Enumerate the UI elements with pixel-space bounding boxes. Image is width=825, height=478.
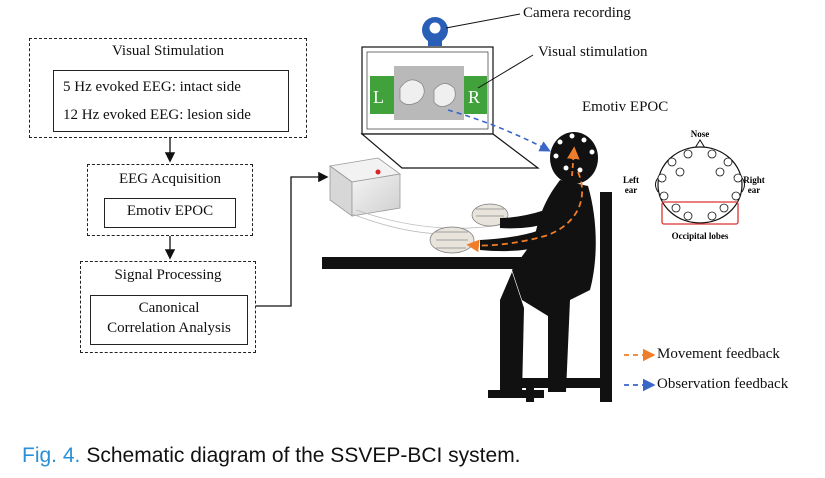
screen-left-letter: L bbox=[373, 87, 384, 107]
intact-side-frequency: 5 Hz evoked EEG: intact side bbox=[63, 79, 241, 95]
eeg-device-label: Emotiv EPOC bbox=[126, 203, 214, 219]
map-left-ear-label-1: Left bbox=[623, 175, 639, 185]
figure-number: Fig. 4. bbox=[22, 444, 81, 467]
signal-processing-panel bbox=[80, 261, 256, 353]
legend-movement-label: Movement feedback bbox=[657, 346, 780, 362]
screen-right-letter: R bbox=[468, 87, 480, 107]
stimulation-frequencies-box bbox=[53, 70, 289, 132]
observation-feedback-arrow bbox=[447, 109, 551, 152]
camera-label-leader bbox=[445, 13, 521, 29]
camera-recording-label: Camera recording bbox=[523, 5, 631, 21]
emotiv-epoc-label: Emotiv EPOC bbox=[582, 99, 669, 115]
robotic-hand-right bbox=[471, 203, 509, 227]
flow-arrow-to-device bbox=[256, 171, 329, 307]
stimulation-label-leader bbox=[477, 54, 534, 89]
cca-method-box bbox=[90, 295, 248, 345]
person-silhouette bbox=[480, 132, 598, 398]
eeg-acquisition-panel bbox=[87, 164, 253, 236]
table-top bbox=[322, 257, 560, 269]
movement-feedback-arrow-head bbox=[567, 146, 580, 177]
visual-stimulation-title: Visual Stimulation bbox=[111, 43, 225, 59]
stimulation-screen bbox=[370, 66, 487, 120]
map-right-ear-label-1: Right bbox=[743, 175, 765, 185]
robotic-hand-left bbox=[429, 226, 475, 254]
camera-icon bbox=[422, 17, 448, 46]
map-left-ear-label-2: ear bbox=[625, 185, 638, 195]
movement-feedback-arrow bbox=[466, 171, 583, 253]
electrode-map bbox=[655, 139, 745, 225]
cca-method-line1: Canonical bbox=[138, 300, 200, 316]
eeg-acquisition-title: EEG Acquisition bbox=[118, 171, 222, 187]
eeg-device-box bbox=[104, 198, 236, 228]
visual-stimulation-panel bbox=[29, 38, 307, 138]
figure-caption-text: Schematic diagram of the SSVEP-BCI syste… bbox=[86, 444, 521, 467]
figure-caption: Fig. 4.Schematic diagram of the SSVEP-BC… bbox=[22, 444, 521, 468]
signal-processing-title: Signal Processing bbox=[114, 267, 222, 283]
legend-observation-label: Observation feedback bbox=[657, 376, 789, 392]
lesion-side-frequency: 12 Hz evoked EEG: lesion side bbox=[63, 107, 251, 123]
headset-icon bbox=[552, 132, 596, 174]
cca-method-line2: Correlation Analysis bbox=[107, 320, 231, 336]
visual-stimulation-label: Visual stimulation bbox=[538, 44, 648, 60]
map-right-ear-label-2: ear bbox=[748, 185, 761, 195]
processing-device-icon bbox=[328, 157, 402, 217]
map-occipital-label: Occipital lobes bbox=[672, 231, 729, 241]
map-nose-label: Nose bbox=[691, 129, 710, 139]
